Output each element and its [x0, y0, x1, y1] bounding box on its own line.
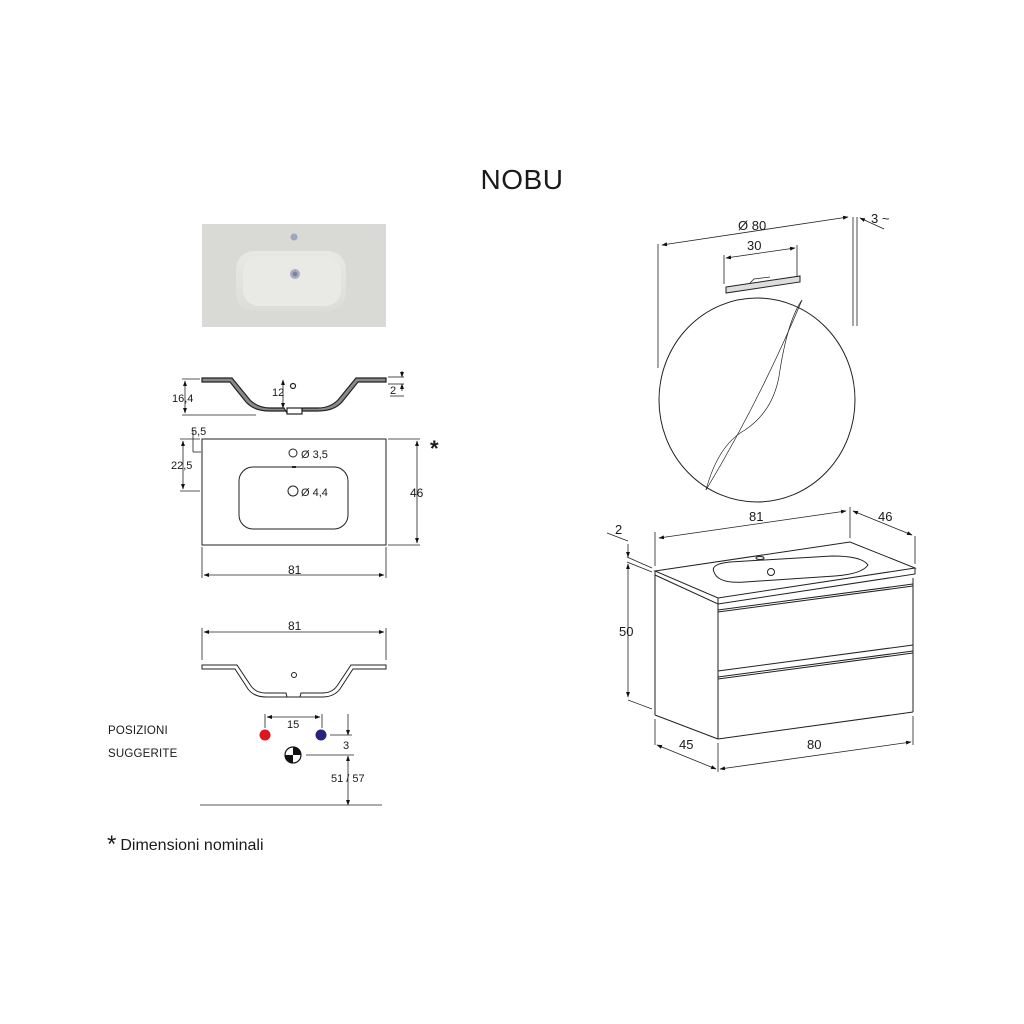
cabinet-top-thickness-label: 2	[615, 522, 622, 537]
top-depth-label: 46	[410, 486, 424, 500]
footnote: *Dimensioni nominali	[107, 829, 264, 858]
tap-hole-diameter-label: Ø 3,5	[301, 449, 328, 461]
top-width-label: 81	[288, 563, 302, 577]
section-rim-label: 2	[390, 385, 396, 397]
basin-section-view	[182, 371, 404, 416]
basin-render	[202, 224, 386, 327]
cabinet-top-depth-label: 46	[878, 509, 892, 524]
section-bowl-depth-label: 12	[272, 387, 284, 399]
basin-top-view	[180, 430, 420, 578]
cold-water-icon	[315, 729, 327, 741]
cabinet-width-label: 80	[807, 737, 821, 752]
positions-label-line2: SUGGERITE	[108, 748, 178, 760]
hot-water-icon	[259, 729, 271, 741]
tap-spacing-label: 15	[287, 719, 299, 731]
footnote-text: Dimensioni nominali	[120, 837, 264, 854]
footnote-asterisk: *	[107, 831, 117, 858]
cabinet-top-width-label: 81	[749, 509, 763, 524]
front-width-label: 81	[288, 619, 302, 633]
basin-front-view	[201, 628, 387, 698]
suggested-positions-diagram	[200, 714, 382, 806]
product-title: NOBU	[480, 164, 564, 195]
top-offset-label: 5,5	[191, 426, 206, 438]
drain-diameter-label: Ø 4,4	[301, 487, 328, 499]
vanity-cabinet	[606, 507, 917, 772]
cabinet-height-label: 50	[619, 624, 633, 639]
nominal-asterisk: *	[430, 436, 439, 461]
positions-label-line1: POSIZIONI	[108, 725, 168, 737]
floor-height-label: 51 / 57	[331, 773, 365, 785]
round-mirror	[657, 215, 885, 503]
cabinet-depth-label: 45	[679, 737, 693, 752]
section-depth-label: 16,4	[172, 393, 193, 405]
lamp-width-label: 30	[747, 238, 761, 253]
mirror-diameter-label: Ø 80	[738, 218, 766, 233]
drain-position-icon	[284, 746, 302, 764]
mirror-depth-label: 3 ~	[871, 211, 890, 226]
vertical-offset-label: 3	[343, 740, 349, 752]
tap-hole-offset-label: 22,5	[171, 460, 192, 472]
